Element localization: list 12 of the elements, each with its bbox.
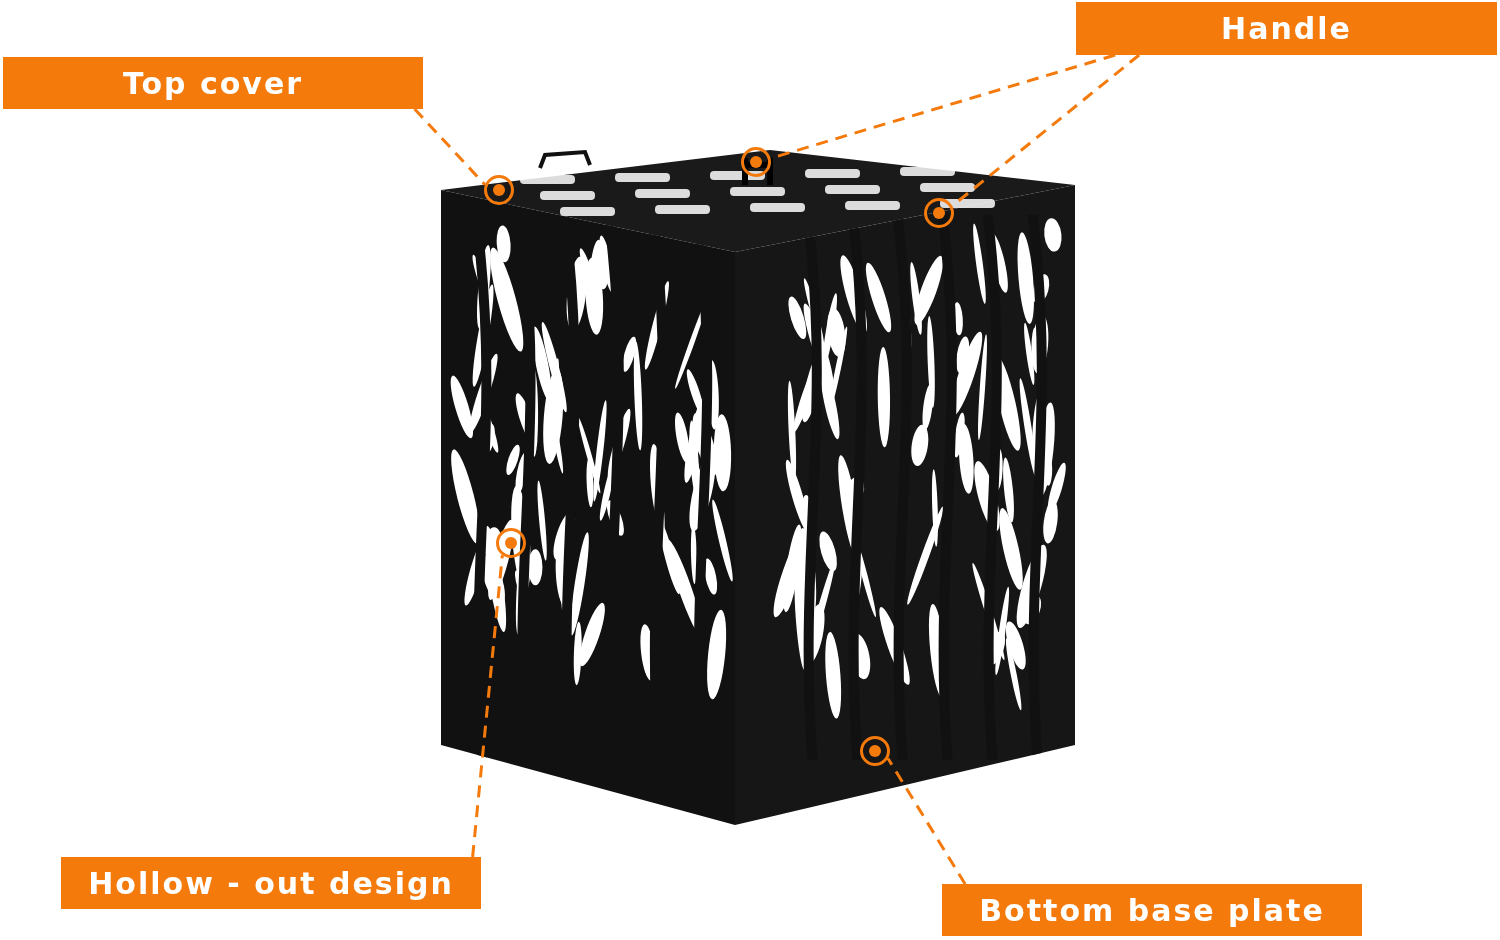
target-marker bbox=[496, 528, 526, 558]
target-marker bbox=[741, 147, 771, 177]
target-marker bbox=[484, 175, 514, 205]
target-marker bbox=[924, 198, 954, 228]
target-marker bbox=[860, 736, 890, 766]
callout-label: Bottom base plate bbox=[942, 884, 1362, 936]
leader-line bbox=[471, 555, 504, 858]
leader-line bbox=[413, 107, 487, 186]
callout-label: Top cover bbox=[3, 57, 423, 109]
leader-line bbox=[886, 757, 967, 885]
callout-label: Hollow - out design bbox=[61, 857, 481, 909]
callout-label: Handle bbox=[1076, 2, 1497, 55]
